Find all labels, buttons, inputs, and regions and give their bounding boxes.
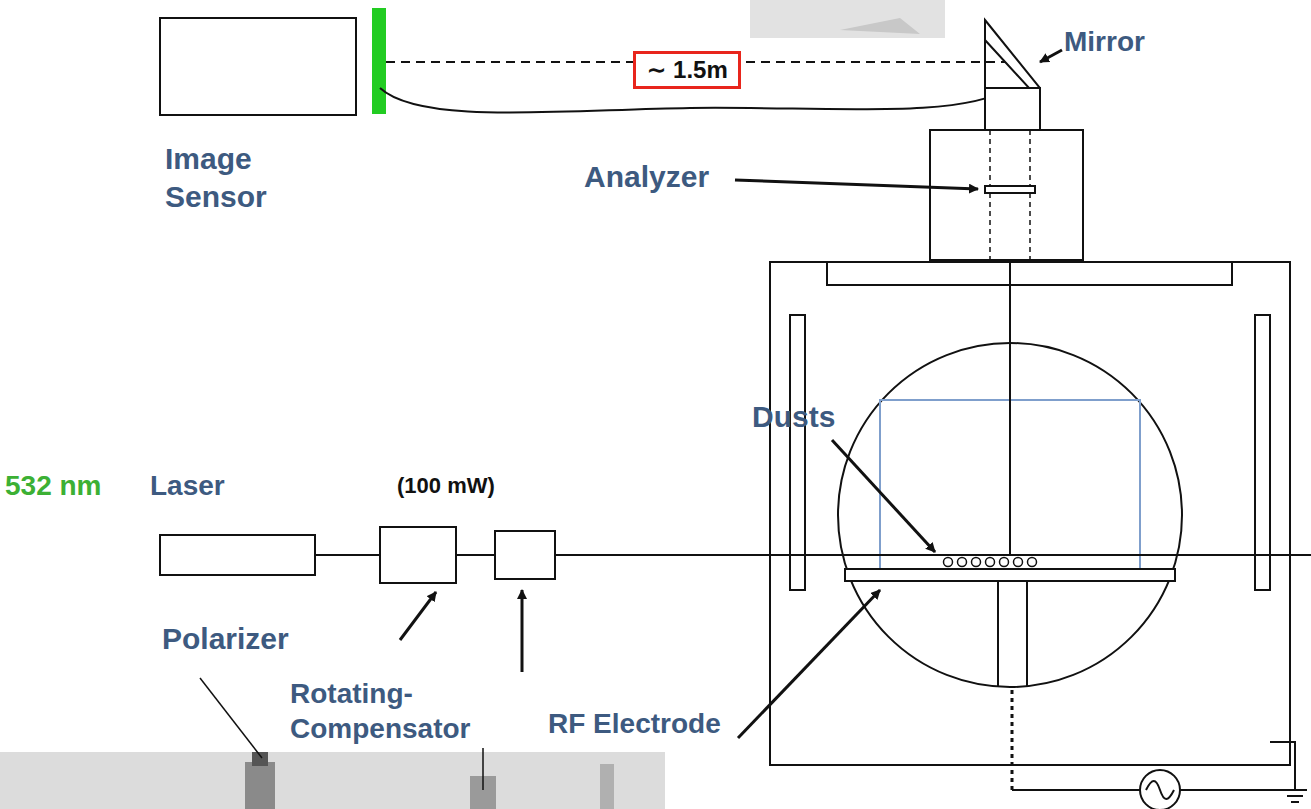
rf-source: [1140, 770, 1180, 809]
part-label: Mirror: [1064, 24, 1145, 59]
analyzer-port: [930, 130, 1083, 260]
part-label: Polarizer: [162, 620, 289, 658]
laser-beam: [555, 554, 1311, 556]
laser: [160, 535, 315, 575]
rf-electrode: [845, 569, 1175, 581]
part-label: Dusts: [752, 398, 835, 436]
distance-arc: [380, 88, 1010, 113]
photo-fragment: [750, 0, 945, 38]
mirror-mount: [985, 88, 1040, 130]
image-sensor: [160, 18, 356, 115]
photo-fragment: [0, 752, 665, 809]
polarizer: [380, 527, 456, 583]
part-label: RF Electrode: [548, 706, 721, 741]
part-label: Laser: [150, 468, 225, 503]
part-label: Rotating- Compensator: [290, 676, 470, 746]
scattered-beam: [1009, 260, 1011, 556]
wavelength-label: 532 nm: [5, 468, 102, 503]
ground-symbol: [1283, 790, 1307, 802]
power-label: (100 mW): [397, 472, 495, 500]
vacuum-chamber: [770, 262, 1290, 765]
sensor-filter: [372, 8, 386, 114]
analyzer: [985, 186, 1035, 193]
side-window: [1255, 315, 1270, 590]
distance-box: ∼ 1.5m: [633, 51, 740, 90]
part-label: Image Sensor: [165, 140, 267, 215]
dust-particles: [944, 558, 1037, 567]
compensator: [495, 531, 555, 579]
distance-label: ∼ 1.5m: [646, 56, 727, 85]
side-window: [790, 315, 805, 590]
part-label: Analyzer: [584, 158, 709, 196]
